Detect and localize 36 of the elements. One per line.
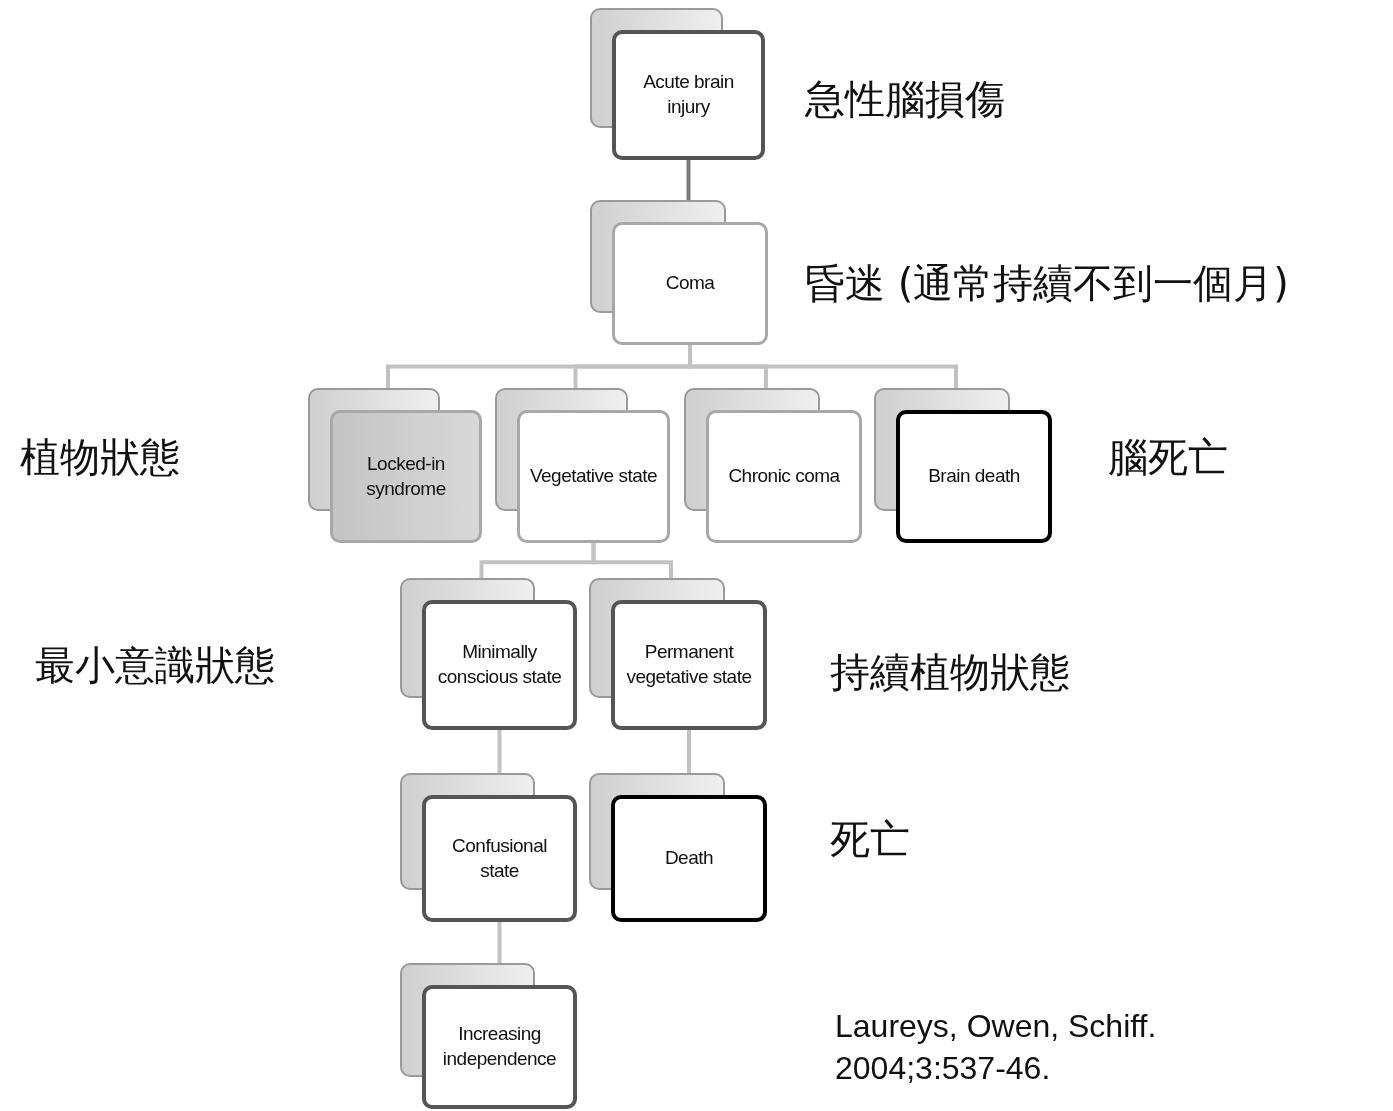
stacked-card-box: [495, 388, 670, 543]
connector-line: [688, 345, 958, 388]
stacked-card-box: [589, 578, 767, 730]
stacked-card-box: [400, 578, 577, 730]
state-label: Coma: [665, 271, 715, 296]
stacked-card-box: [874, 388, 1052, 543]
connector-line: [687, 730, 691, 773]
translation-text: 植物狀態: [20, 433, 180, 482]
state-label: Permanent vegetative state: [625, 640, 753, 689]
translation-text: 持續植物狀態: [830, 648, 1070, 697]
translation-text: 腦死亡: [1108, 433, 1228, 482]
translation-text: 昏迷 (通常持續不到一個月): [805, 259, 1289, 308]
state-label: Acute brain injury: [642, 70, 735, 119]
stacked-card-box: [400, 963, 577, 1109]
state-label: Minimally conscious state: [436, 640, 563, 689]
state-label: Brain death: [928, 464, 1020, 489]
state-label: Death: [664, 846, 714, 871]
citation-text: Laureys, Owen, Schiff. 2004;3:537-46.: [835, 1007, 1158, 1088]
state-label: Vegetative state: [529, 464, 658, 489]
connector-line: [686, 160, 691, 200]
state-label: Increasing independence: [441, 1022, 558, 1071]
connector-line: [497, 922, 502, 963]
stacked-card-box: [589, 773, 767, 922]
translation-text: 急性腦損傷: [805, 75, 1005, 124]
translation-text: 死亡: [830, 815, 910, 864]
stacked-card-box: [308, 388, 482, 543]
connector-line: [591, 543, 673, 578]
stacked-card-box: [590, 200, 768, 345]
state-label: Confusional state: [451, 833, 548, 883]
stacked-card-box: [590, 8, 765, 160]
translation-text: 最小意識狀態: [35, 641, 275, 690]
state-label: Chronic coma: [728, 464, 840, 489]
state-label: Locked-in syndrome: [365, 451, 447, 501]
stacked-card-box: [684, 388, 862, 543]
connector-line: [497, 730, 502, 773]
stacked-card-box: [400, 773, 577, 922]
